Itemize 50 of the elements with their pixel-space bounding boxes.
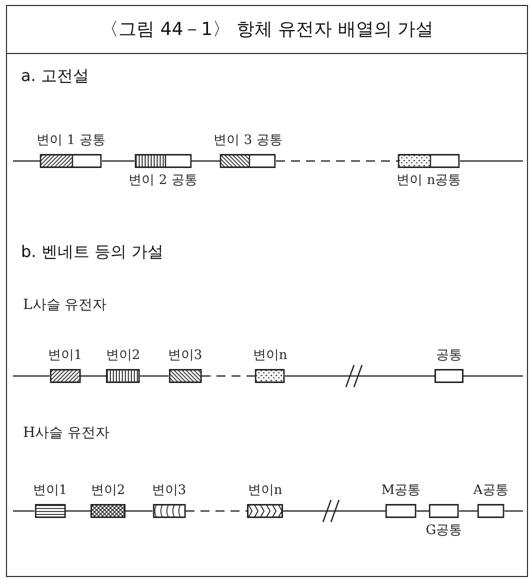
section-heading: a. 고전설	[21, 66, 89, 87]
gene-segment	[106, 348, 140, 383]
connector-line	[66, 510, 90, 512]
gene-segment	[214, 133, 282, 168]
segment-label: 변이1	[32, 483, 68, 499]
segment-label: M공통	[381, 483, 421, 499]
gene-segment	[473, 483, 509, 518]
gene-segment	[128, 154, 198, 189]
gene-segment	[252, 348, 288, 383]
gene-segment	[396, 154, 462, 189]
connector-line	[285, 375, 434, 377]
connector-line	[459, 510, 478, 512]
connector-line	[126, 510, 152, 512]
segment-label: 변이3	[152, 483, 186, 499]
connector-line	[186, 510, 247, 512]
segment-label: 변이n	[248, 483, 282, 499]
connector-line	[276, 160, 398, 162]
gene-segment	[48, 348, 82, 383]
segment-label: 변이3	[168, 348, 202, 364]
segment-label: 변이2	[106, 348, 140, 364]
gene-segment	[168, 348, 202, 383]
segment-label: 공통	[436, 348, 462, 364]
gene-segment	[36, 133, 106, 168]
segment-label: A공통	[473, 483, 509, 499]
segment-label: 변이2	[90, 483, 126, 499]
segment-label: G공통	[426, 523, 462, 539]
gene-segment	[152, 483, 186, 518]
connector-line	[102, 160, 134, 162]
segment-label: 변이 2 공통	[128, 173, 198, 189]
connector-line	[192, 160, 220, 162]
segment-label: 변이 n공통	[396, 173, 462, 189]
gene-segment	[32, 483, 68, 518]
section-heading: b. 벤네트 등의 가설	[21, 242, 164, 263]
connector-line	[416, 510, 429, 512]
connector-line	[202, 375, 255, 377]
gene-segment	[90, 483, 126, 518]
gene-segment	[434, 348, 464, 383]
connector-line	[140, 375, 168, 377]
connector-line	[80, 375, 106, 377]
gene-segment	[381, 483, 421, 518]
segment-label: 변이1	[48, 348, 82, 364]
gene-segment	[426, 504, 462, 539]
segment-label: 변이 1 공통	[36, 133, 106, 149]
connector-line	[283, 510, 386, 512]
segment-label: 변이n	[252, 348, 288, 364]
gene-segment	[247, 483, 283, 518]
segment-label: 변이 3 공통	[214, 133, 282, 149]
figure-title: 〈그림 44－1〉 항체 유전자 배열의 가설	[100, 18, 434, 41]
row-label: H사슬 유전자	[23, 424, 110, 442]
row-label: L사슬 유전자	[23, 296, 107, 314]
